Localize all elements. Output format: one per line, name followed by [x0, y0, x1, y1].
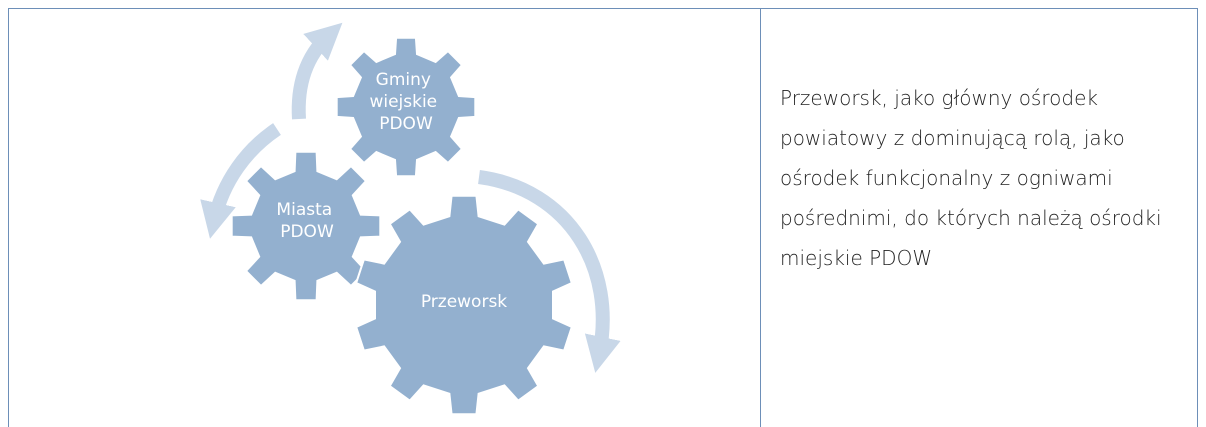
- gear-miasta-label: Miasta PDOW: [276, 200, 337, 242]
- arrow-left: [200, 123, 281, 239]
- gear-gminy-label: Gminy wiejskie PDOW: [369, 70, 442, 134]
- gear-diagram: Gminy wiejskie PDOW Miasta PDOW Przewors…: [9, 9, 760, 427]
- gear-body-0: [335, 36, 477, 178]
- gear-miasta-label-line2: PDOW: [280, 222, 334, 242]
- gear-gminy: [335, 36, 477, 178]
- description-text: Przeworsk, jako główny ośrodek powiatowy…: [780, 86, 1162, 270]
- arrow-right: [478, 170, 621, 373]
- gear-przeworsk-label: Przeworsk: [421, 292, 507, 312]
- table-border-right: [1197, 8, 1198, 427]
- gear-body-2: [354, 194, 574, 416]
- gear-diagram-svg: Gminy wiejskie PDOW Miasta PDOW Przewors…: [200, 22, 621, 416]
- gear-body-1: [230, 150, 382, 302]
- gear-przeworsk-label-line1: Przeworsk: [421, 292, 507, 312]
- table-border-left: [8, 8, 9, 427]
- arrow-top: [291, 22, 343, 120]
- gear-miasta: [230, 150, 382, 302]
- table-border-middle: [760, 8, 761, 427]
- gear-przeworsk: [354, 194, 574, 416]
- gear-miasta-label-line1: Miasta: [276, 200, 332, 220]
- gear-gminy-label-line3: PDOW: [379, 114, 433, 134]
- gear-gminy-label-line2: wiejskie: [369, 92, 437, 112]
- table-border-top: [8, 8, 1198, 9]
- gear-gminy-label-line1: Gminy: [376, 70, 431, 90]
